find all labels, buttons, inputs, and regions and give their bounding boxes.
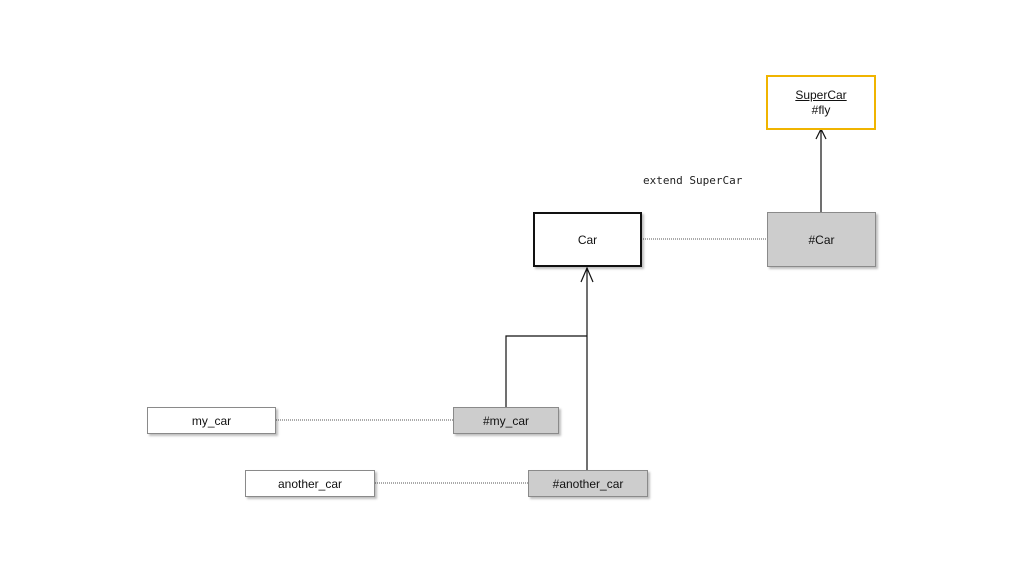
my-car-object-node: my_car [147,407,276,434]
another-car-singleton-node: #another_car [528,470,648,497]
car-arrowhead [580,266,594,283]
car-class-label: Car [577,232,598,247]
my-car-singleton-node: #my_car [453,407,559,434]
my-car-singleton-label: #my_car [482,413,529,428]
supercar-module-title: SuperCar [795,87,847,102]
another-car-object-label: another_car [277,476,343,491]
car-metaclass-node: #Car [767,212,876,267]
car-metaclass-label: #Car [808,232,835,247]
my-car-object-label: my_car [191,413,232,428]
another-car-object-node: another_car [245,470,375,497]
another-car-singleton-label: #another_car [552,476,624,491]
supercar-fly-method: #fly [811,102,831,117]
my-car-singleton-to-car-edge [505,335,587,407]
supercar-module-node: SuperCar #fly [766,75,876,130]
car-class-node: Car [533,212,642,267]
extend-annotation: extend SuperCar [643,174,743,187]
